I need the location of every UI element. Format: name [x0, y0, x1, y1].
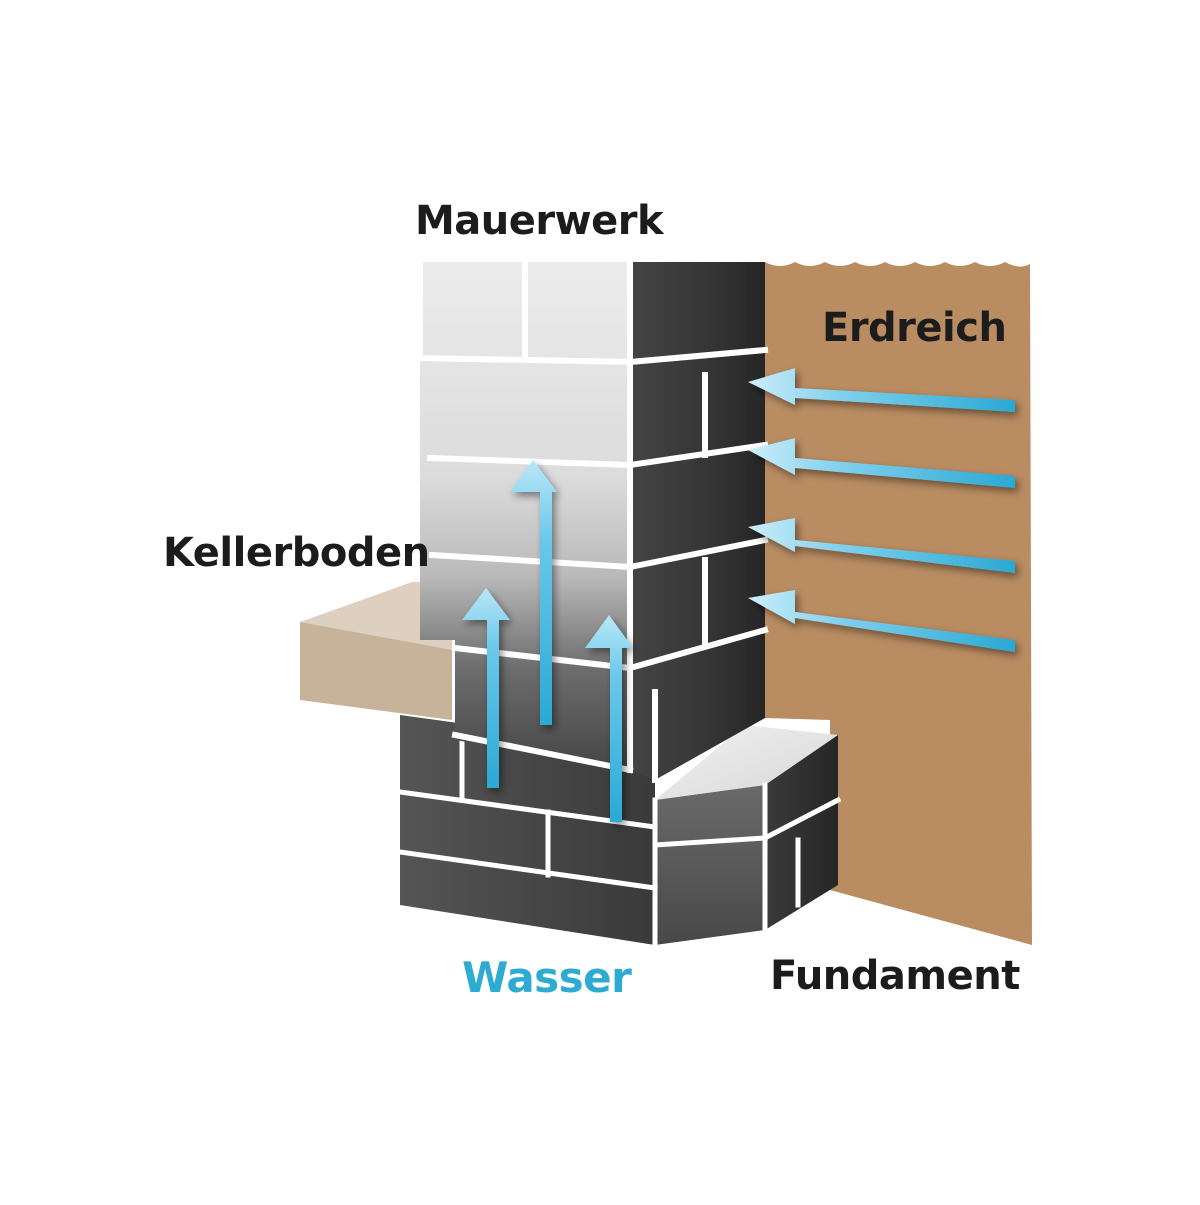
wall-mortar-side [626, 259, 769, 783]
lateral-water-arrow [748, 438, 1015, 488]
rising-water-arrow [585, 615, 633, 822]
rising-water-arrow [510, 460, 557, 725]
rising-water-arrow [462, 588, 510, 788]
foundation-step-front [655, 785, 765, 945]
wall-side-face [630, 262, 765, 780]
foundation-side-face [765, 735, 838, 930]
label-basement-floor: Kellerboden [163, 530, 430, 576]
floor-slab-front [300, 622, 452, 720]
lateral-water-arrow [748, 590, 1015, 652]
masonry-wall [416, 259, 769, 783]
label-water: Wasser [462, 953, 632, 1002]
basement-floor-slab [300, 582, 452, 720]
wall-mortar-front [416, 259, 634, 774]
floor-slab-top-face [300, 585, 452, 650]
foundation-step-top [655, 725, 838, 800]
label-masonry: Mauerwerk [415, 198, 664, 244]
wall-front-face [420, 262, 630, 770]
label-soil: Erdreich [822, 305, 1007, 351]
lateral-water-arrow [748, 518, 1015, 573]
rising-water-arrows [462, 460, 633, 822]
lateral-water-arrows [748, 368, 1015, 652]
label-foundation: Fundament [770, 953, 1020, 999]
lateral-water-arrow [748, 368, 1015, 412]
